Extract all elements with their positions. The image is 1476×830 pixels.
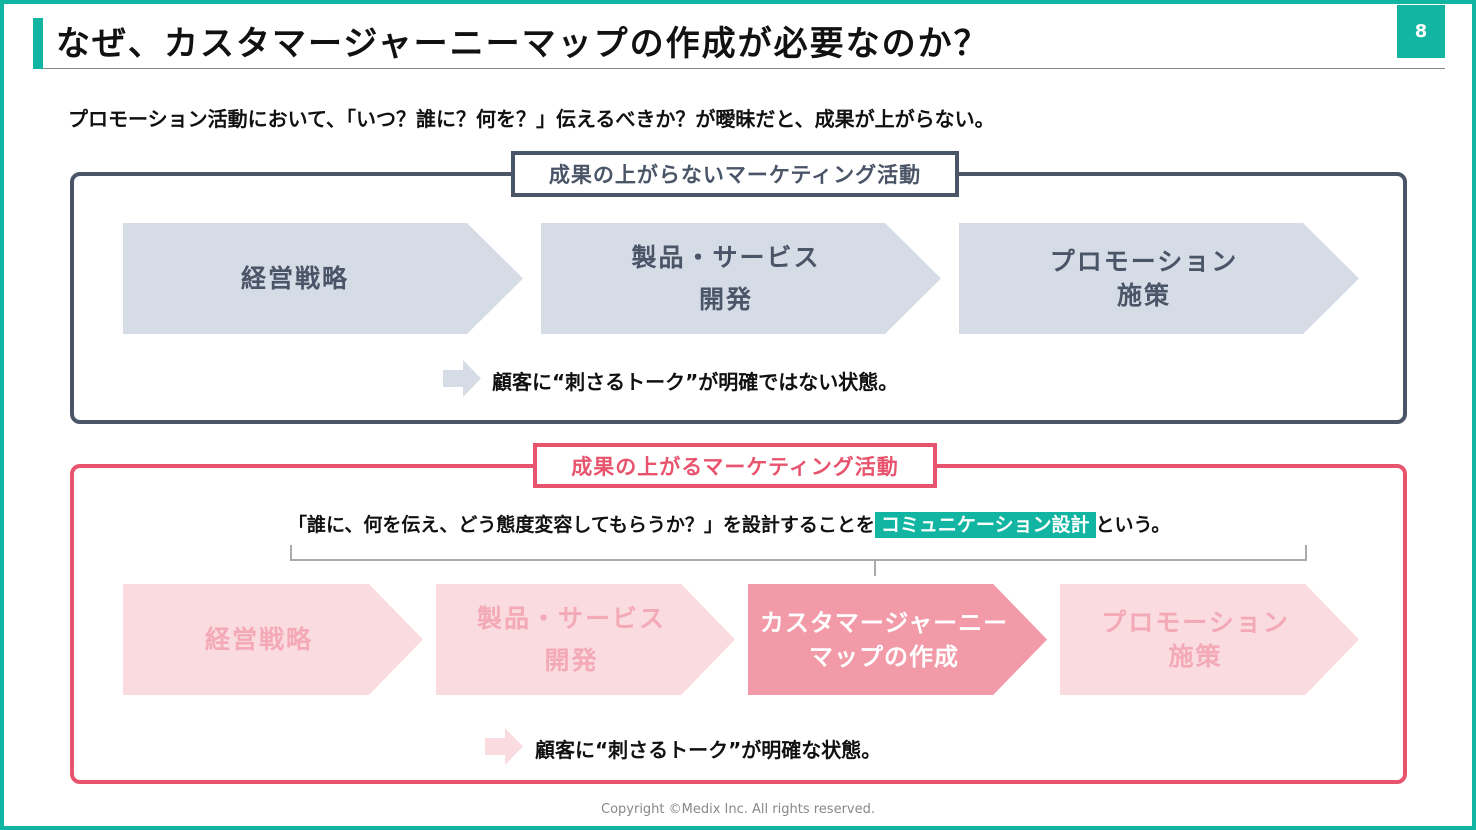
good-result-text: 顧客に“刺さるトーク”が明確な状態。 — [535, 738, 882, 762]
step-label: 開発 — [698, 284, 753, 314]
lead-text: プロモーション活動において、「いつ？誰に？何を？」伝えるべきか？が曖昧だと、成果… — [68, 107, 995, 131]
bad-step-product: 製品・サービス開発 — [541, 223, 941, 334]
page-number: 8 — [1397, 5, 1445, 58]
note-highlight: コミュニケーション設計 — [874, 512, 1096, 538]
step-label: 製品・サービス — [476, 603, 666, 633]
bad-step-promotion: プロモーション施策 — [959, 223, 1359, 334]
step-label: 経営戦略 — [204, 624, 313, 654]
step-label: 施策 — [1168, 641, 1223, 671]
good-step-journey-map: カスタマージャーニーマップの作成 — [748, 584, 1047, 695]
good-activity-label: 成果の上がるマーケティング活動 — [533, 443, 937, 488]
step-label: プロモーション — [1101, 607, 1290, 637]
step-label: カスタマージャーニー — [759, 608, 1009, 637]
right-arrow-icon — [443, 360, 481, 397]
bad-step-strategy: 経営戦略 — [123, 223, 523, 334]
step-label: マップの作成 — [809, 642, 959, 671]
bad-result-text: 顧客に“刺さるトーク”が明確ではない状態。 — [492, 370, 899, 394]
step-label: 製品・サービス — [631, 242, 821, 272]
communication-design-note: 「誰に、何を伝え、どう態度変容してもらうか？」を設計することをコミュニケーション… — [288, 510, 1171, 538]
bad-activity-label: 成果の上がらないマーケティング活動 — [511, 151, 959, 197]
good-step-strategy: 経営戦略 — [123, 584, 423, 695]
right-arrow-icon — [485, 728, 523, 765]
copyright: Copyright ©Medix Inc. All rights reserve… — [601, 802, 875, 817]
step-label: 施策 — [1116, 280, 1171, 310]
step-label: 開発 — [544, 645, 599, 675]
good-step-promotion: プロモーション施策 — [1060, 584, 1359, 695]
bracket — [290, 545, 1307, 576]
step-label: 経営戦略 — [240, 263, 349, 293]
note-text: という。 — [1095, 514, 1171, 536]
good-step-product: 製品・サービス開発 — [436, 584, 735, 695]
title-accent-bar — [33, 18, 43, 69]
note-text: 「誰に、何を伝え、どう態度変容してもらうか？」を設計することを — [288, 514, 875, 536]
step-label: プロモーション — [1049, 246, 1239, 276]
slide-title: なぜ、カスタマージャーニーマップの作成が必要なのか？ — [56, 24, 990, 64]
title-divider — [43, 68, 1445, 69]
